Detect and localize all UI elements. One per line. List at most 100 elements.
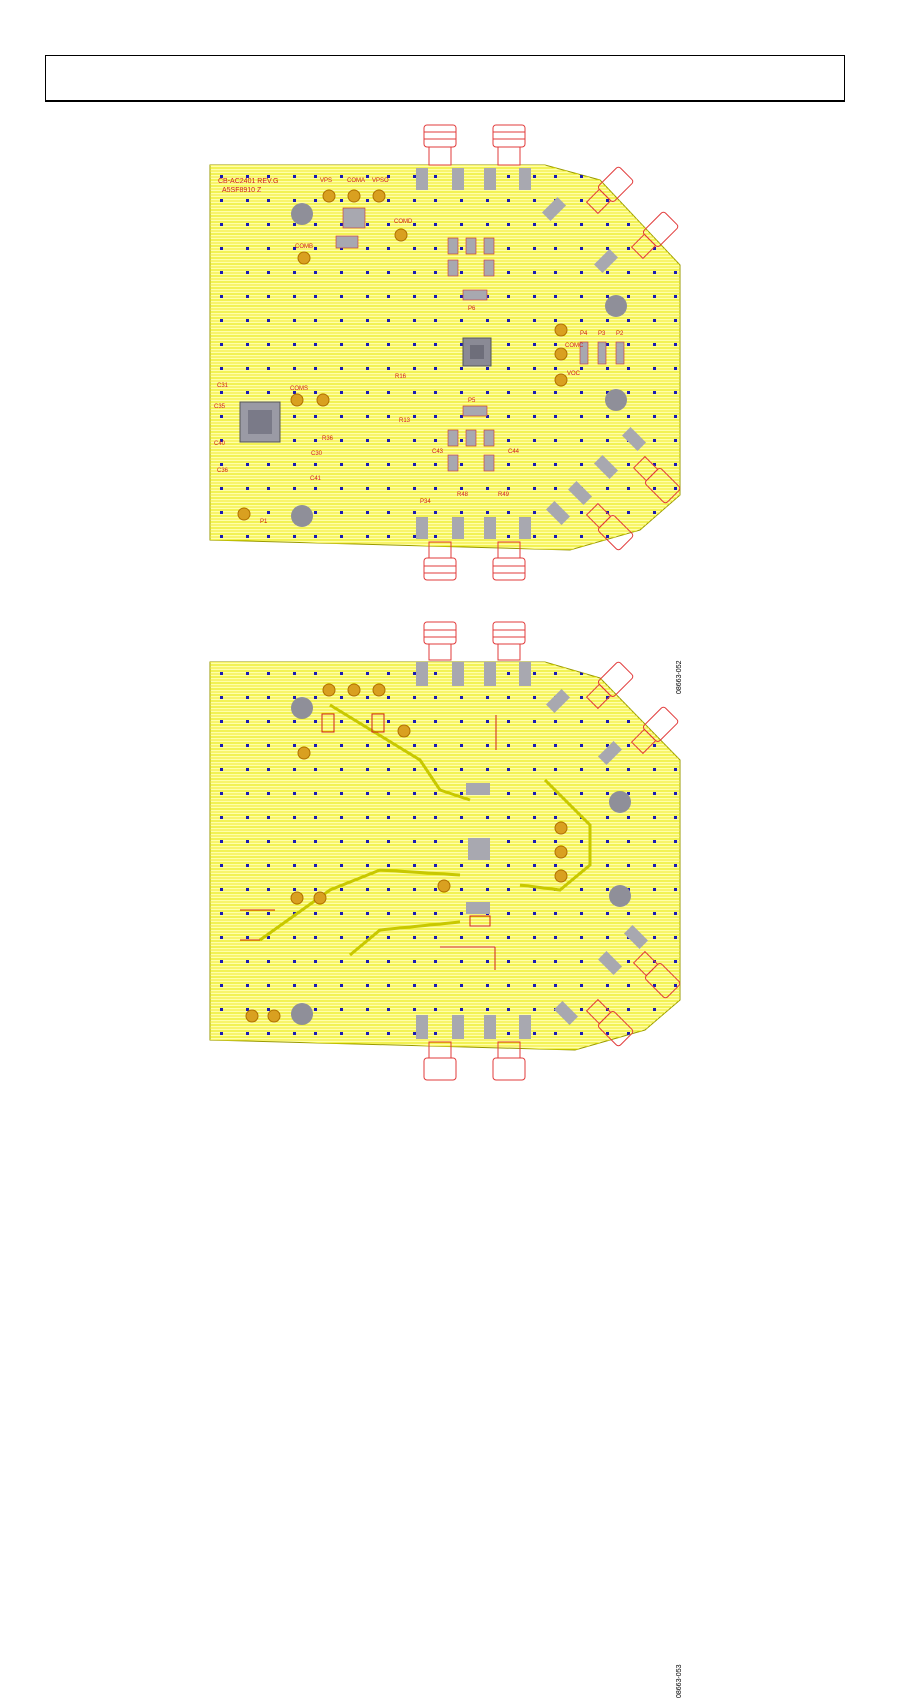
via: [220, 247, 223, 250]
svg-text:R36: R36: [322, 436, 334, 442]
via: [340, 912, 343, 915]
connector-pads: [416, 662, 531, 1039]
via: [314, 936, 317, 939]
via: [293, 840, 296, 843]
via: [340, 367, 343, 370]
via: [246, 271, 249, 274]
via: [314, 888, 317, 891]
via: [507, 199, 510, 202]
via: [533, 463, 536, 466]
via: [220, 696, 223, 699]
via: [606, 864, 609, 867]
via: [486, 816, 489, 819]
via: [674, 888, 677, 891]
via: [627, 295, 630, 298]
via: [554, 792, 557, 795]
via: [434, 696, 437, 699]
via: [653, 1008, 656, 1011]
via: [554, 816, 557, 819]
via: [653, 367, 656, 370]
via: [267, 247, 270, 250]
via: [387, 343, 390, 346]
via: [554, 768, 557, 771]
via: [434, 912, 437, 915]
via: [674, 415, 677, 418]
via: [606, 720, 609, 723]
via: [580, 720, 583, 723]
svg-text:C43: C43: [432, 449, 444, 455]
via: [460, 463, 463, 466]
via: [580, 768, 583, 771]
via: [366, 511, 369, 514]
via: [554, 912, 557, 915]
via: [486, 415, 489, 418]
svg-text:R16: R16: [395, 374, 407, 380]
via: [653, 1032, 656, 1035]
via: [413, 223, 416, 226]
via: [674, 343, 677, 346]
via: [533, 1008, 536, 1011]
via: [674, 319, 677, 322]
via: [580, 271, 583, 274]
via: [413, 511, 416, 514]
via: [366, 960, 369, 963]
via: [627, 696, 630, 699]
via: [387, 768, 390, 771]
via: [627, 199, 630, 202]
diagonal-pads: [541, 196, 647, 526]
via: [220, 391, 223, 394]
via: [267, 463, 270, 466]
via: [606, 199, 609, 202]
via: [554, 319, 557, 322]
via: [246, 912, 249, 915]
via: [413, 175, 416, 178]
via: [674, 271, 677, 274]
via: [460, 367, 463, 370]
via: [460, 768, 463, 771]
via: [653, 295, 656, 298]
via: [220, 864, 223, 867]
via: [627, 487, 630, 490]
via: [674, 912, 677, 915]
via: [267, 343, 270, 346]
via: [340, 463, 343, 466]
via: [246, 696, 249, 699]
via: [340, 511, 343, 514]
via: [507, 984, 510, 987]
via: [507, 319, 510, 322]
signal-routes: [259, 703, 592, 957]
via: [554, 247, 557, 250]
via: [627, 720, 630, 723]
via: [314, 720, 317, 723]
component-pads: [335, 207, 625, 472]
via: [507, 1032, 510, 1035]
trace-grid: [210, 165, 680, 550]
via: [507, 463, 510, 466]
via: [220, 199, 223, 202]
via: [267, 696, 270, 699]
via: [366, 391, 369, 394]
via: [653, 343, 656, 346]
via: [486, 511, 489, 514]
via: [674, 768, 677, 771]
via: [533, 343, 536, 346]
test-points: [245, 683, 568, 1023]
via: [220, 487, 223, 490]
via: [387, 816, 390, 819]
via: [580, 936, 583, 939]
via: [246, 223, 249, 226]
via: [627, 535, 630, 538]
via: [413, 720, 416, 723]
via: [486, 696, 489, 699]
via: [627, 391, 630, 394]
sma-connectors: [423, 621, 681, 1081]
via: [554, 367, 557, 370]
via: [674, 199, 677, 202]
via: [460, 487, 463, 490]
via: [674, 247, 677, 250]
svg-text:R48: R48: [457, 492, 469, 498]
via: [293, 223, 296, 226]
via: [653, 511, 656, 514]
via: [580, 535, 583, 538]
via: [460, 319, 463, 322]
